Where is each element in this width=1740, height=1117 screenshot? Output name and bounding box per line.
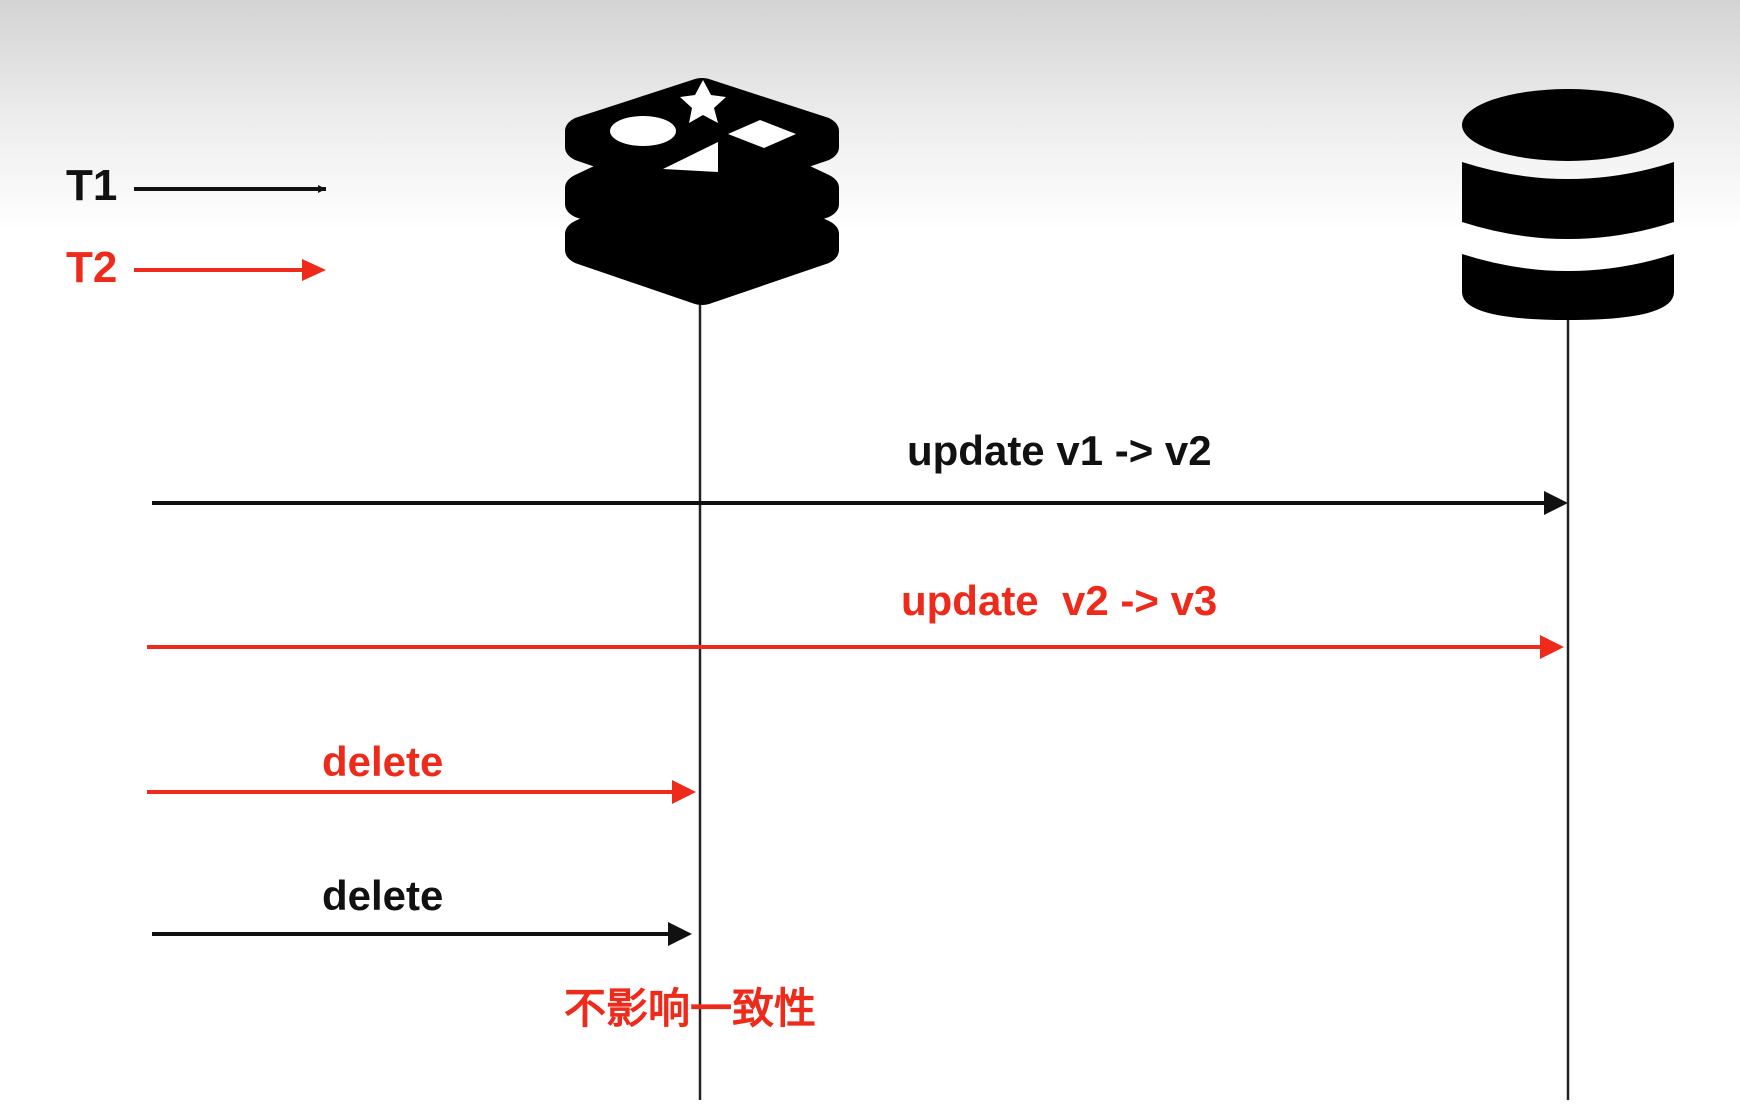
t1-delete-message-label: delete	[322, 872, 444, 919]
redis-cache-icon	[565, 78, 839, 305]
t1-legend-label: T1	[66, 161, 118, 210]
t1-update-message-label: update v1 -> v2	[907, 427, 1212, 474]
t2-delete-message-label: delete	[322, 738, 444, 785]
t2-legend-label: T2	[66, 243, 118, 292]
t2-legend-arrow	[134, 259, 326, 281]
t2-update-message-arrow	[147, 635, 1564, 659]
t1-delete-message-arrow	[152, 922, 692, 946]
database-icon	[1462, 89, 1674, 320]
t2-update-message-label: update v2 -> v3	[901, 577, 1218, 624]
consistency-note: 不影响一致性	[564, 984, 817, 1033]
t1-update-message-arrow	[152, 491, 1568, 515]
t2-delete-message-arrow	[147, 780, 696, 804]
